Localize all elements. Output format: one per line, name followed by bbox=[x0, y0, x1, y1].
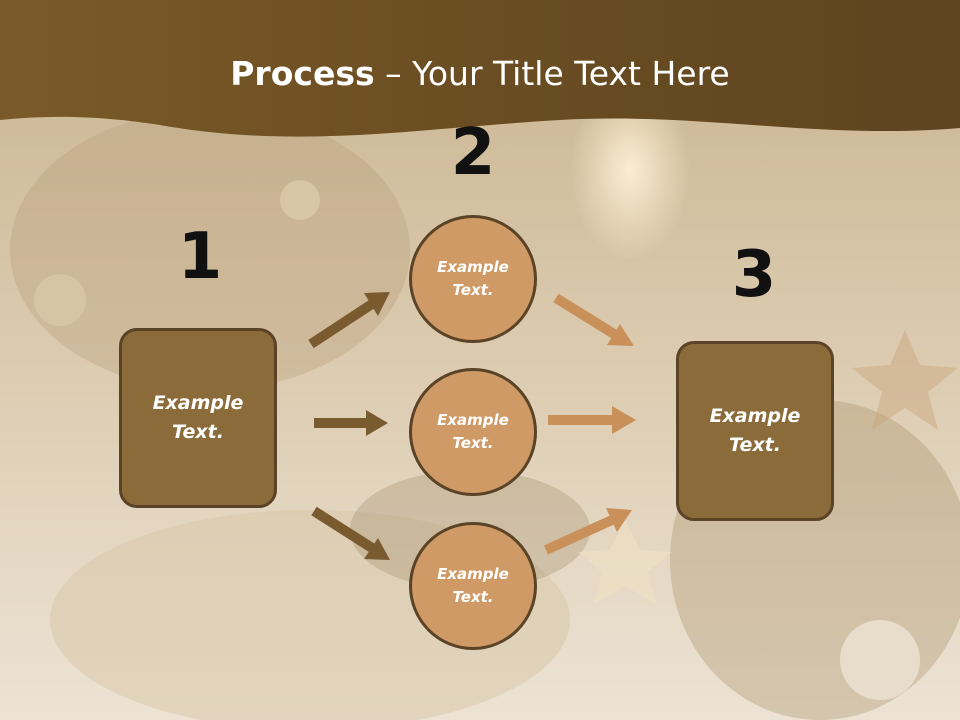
title-rest: – Your Title Text Here bbox=[374, 54, 730, 93]
arrow-1-to-middle bbox=[314, 410, 388, 436]
arrow-middle-to-3 bbox=[548, 406, 636, 434]
slide-title: Process – Your Title Text Here bbox=[0, 52, 960, 96]
arrow-1-to-bottom bbox=[311, 506, 390, 560]
step-number-2: 2 bbox=[450, 116, 496, 190]
arrow-1-to-top bbox=[308, 292, 390, 349]
circle-bottom-text: Example Text. bbox=[437, 565, 509, 606]
title-bold: Process bbox=[230, 54, 375, 93]
step-2-circle-bottom: Example Text. bbox=[409, 522, 537, 650]
step-2-circle-middle: Example Text. bbox=[409, 368, 537, 496]
circle-middle-text: Example Text. bbox=[437, 411, 509, 452]
step-number-3: 3 bbox=[731, 238, 777, 312]
step-2-circle-top: Example Text. bbox=[409, 215, 537, 343]
arrow-top-to-3 bbox=[553, 293, 634, 346]
arrow-bottom-to-3 bbox=[543, 508, 632, 555]
step-3-box: Example Text. bbox=[676, 341, 834, 521]
step-1-text: Example Text. bbox=[152, 392, 244, 443]
step-1-box: Example Text. bbox=[119, 328, 277, 508]
step-3-text: Example Text. bbox=[709, 405, 801, 456]
circle-top-text: Example Text. bbox=[437, 258, 509, 299]
step-number-1: 1 bbox=[177, 220, 223, 294]
